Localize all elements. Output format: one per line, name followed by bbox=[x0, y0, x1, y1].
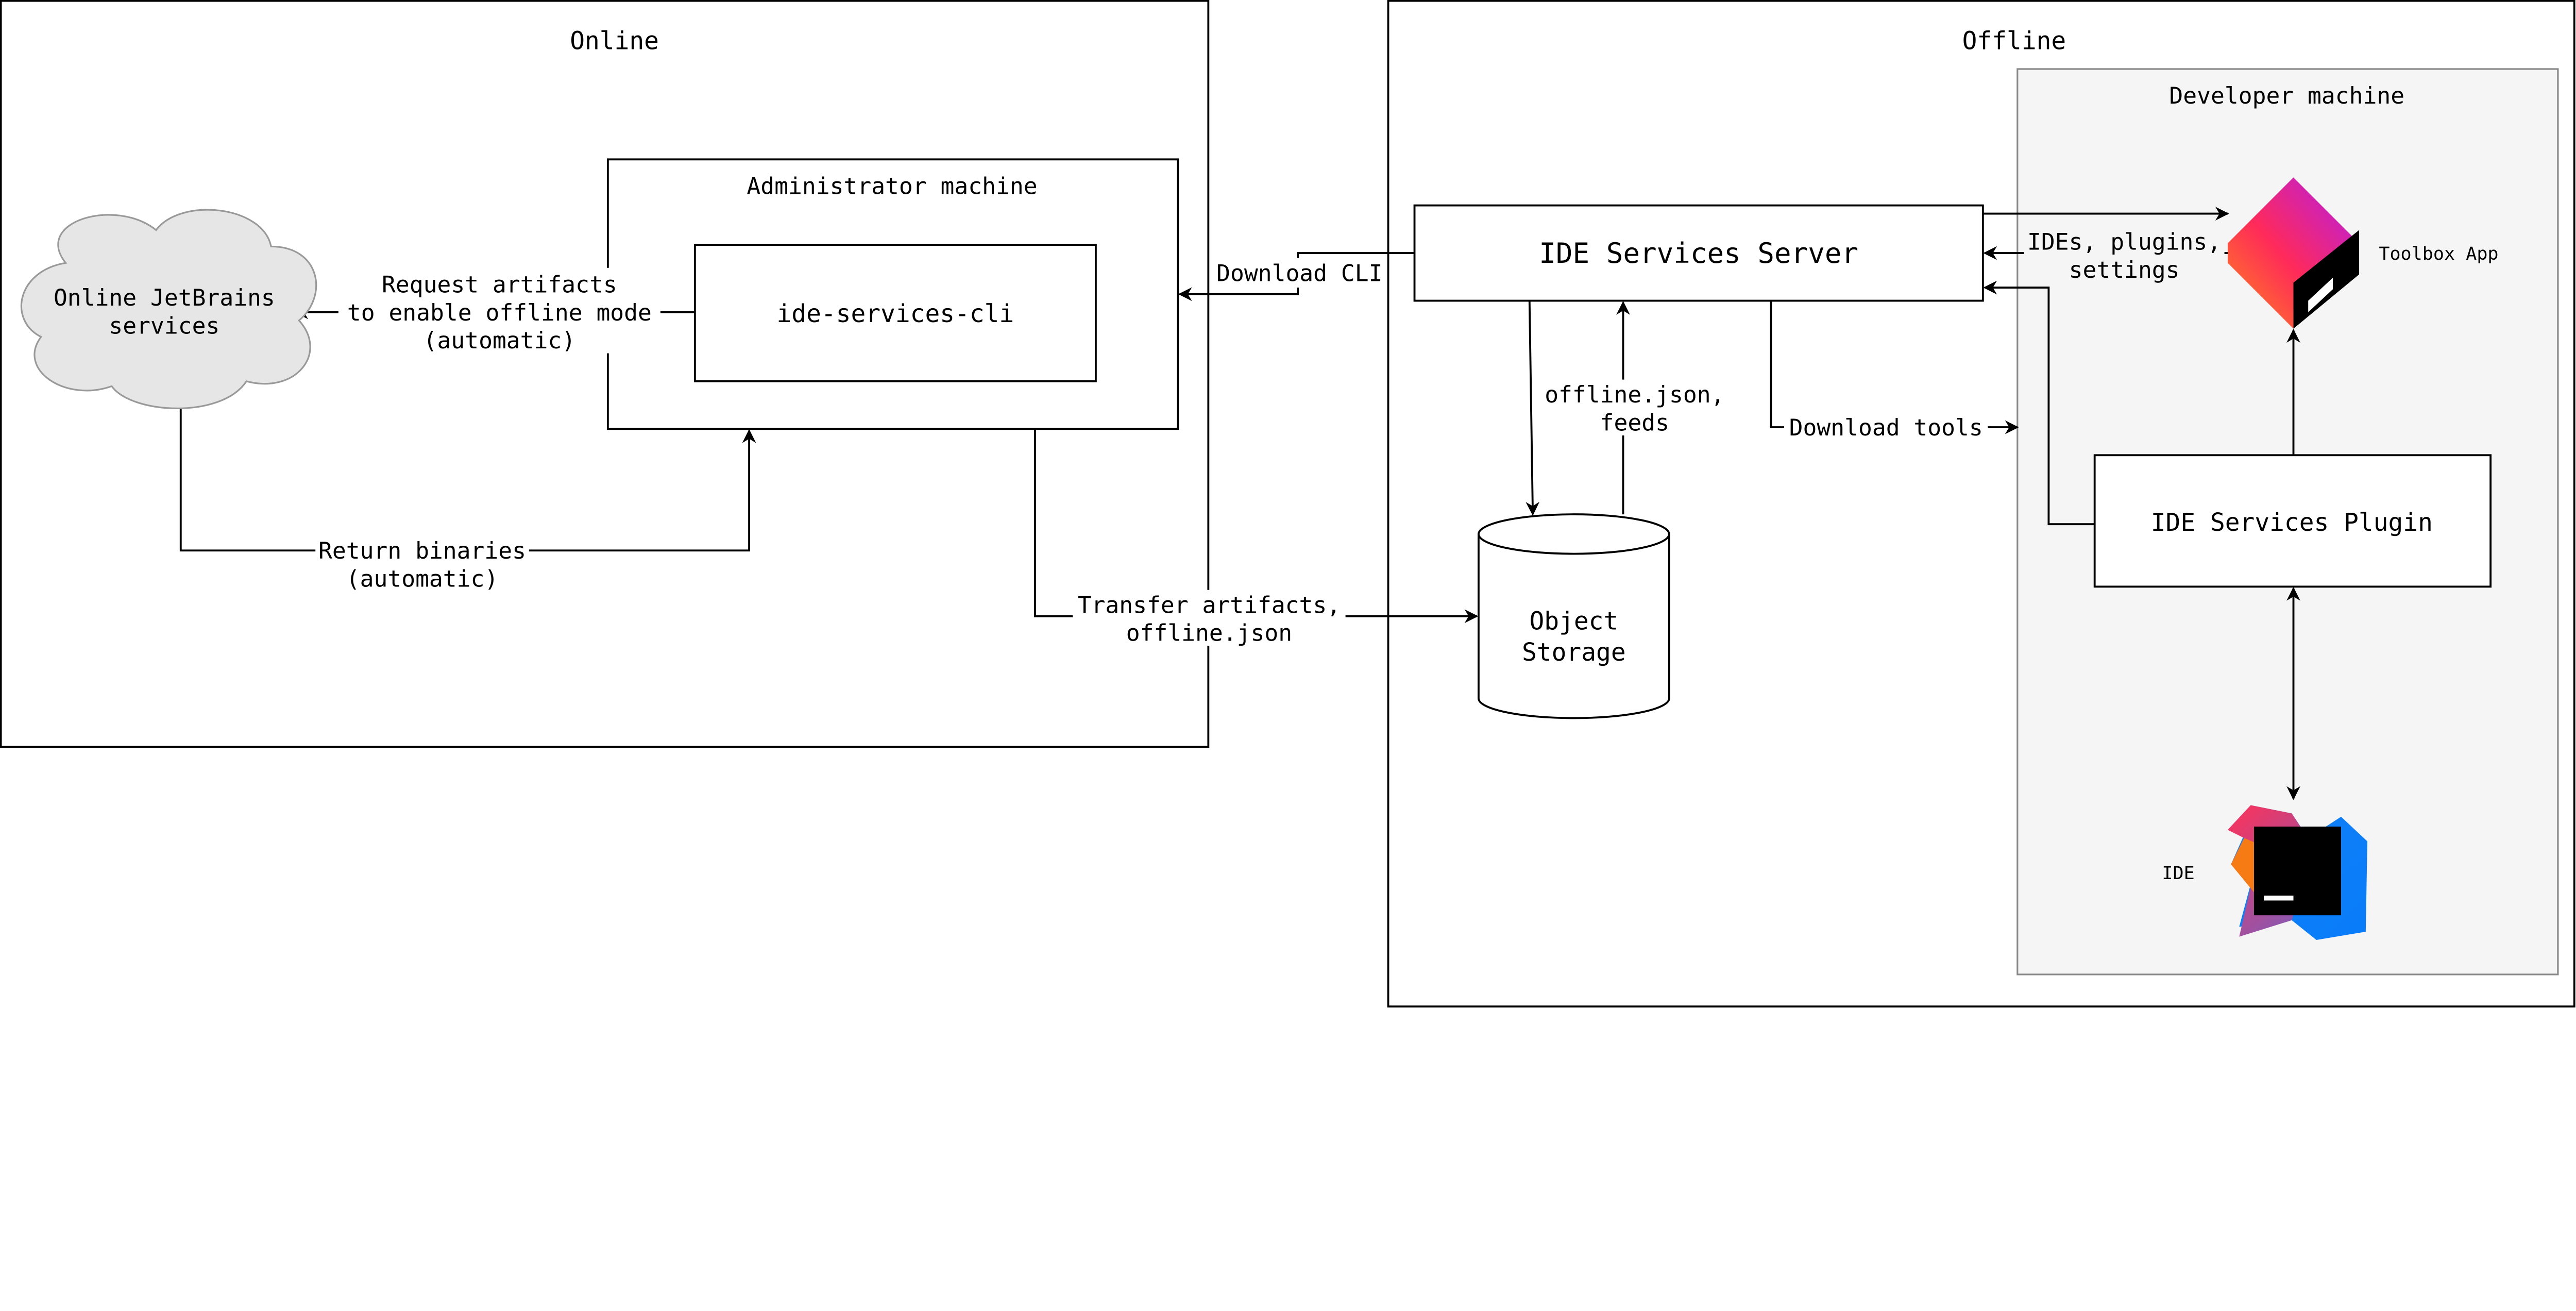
edge-label: feeds bbox=[1600, 409, 1669, 436]
edge-plugin-to-server bbox=[1983, 280, 2095, 526]
edge-return-binaries: Return binaries (automatic) bbox=[179, 407, 756, 592]
edge-label: settings bbox=[2069, 257, 2180, 283]
edge-label: Request artifacts bbox=[382, 272, 617, 298]
online-jetbrains-services-cloud: Online JetBrains services bbox=[20, 209, 317, 409]
cli-label: ide-services-cli bbox=[777, 300, 1014, 328]
developer-machine-title: Developer machine bbox=[2169, 82, 2404, 109]
offline-zone-title: Offline bbox=[1962, 27, 2066, 56]
edge-label: Transfer artifacts, bbox=[1078, 592, 1341, 618]
edge-storage-to-server: offline.json, feeds bbox=[1541, 301, 1728, 515]
object-storage-node: Object Storage bbox=[1477, 513, 1670, 719]
edge-download-cli: Download CLI bbox=[1178, 252, 1415, 301]
ide-services-plugin-node: IDE Services Plugin bbox=[2093, 454, 2492, 588]
edge-label: to enable offline mode bbox=[347, 299, 652, 326]
edge-label: Download tools bbox=[1789, 414, 1983, 441]
toolbox-app-label: Toolbox App bbox=[2379, 243, 2498, 264]
architecture-diagram: Online Offline Developer machine Adminis… bbox=[0, 0, 2575, 1008]
ide-label: IDE bbox=[2162, 863, 2194, 884]
edge-label: (automatic) bbox=[423, 327, 576, 354]
edge-label: Download CLI bbox=[1216, 260, 1382, 287]
online-zone-title: Online bbox=[570, 27, 659, 56]
edge-label: IDEs, plugins, bbox=[2027, 229, 2221, 256]
server-label: IDE Services Server bbox=[1539, 237, 1858, 270]
edge-label: (automatic) bbox=[346, 565, 499, 592]
edge-request-artifacts: Request artifacts to enable offline mode… bbox=[294, 267, 695, 354]
ide-services-cli-node: ide-services-cli bbox=[693, 244, 1097, 382]
edge-toolbox-to-server: IDEs, plugins, settings bbox=[1983, 227, 2228, 283]
edge-download-tools: Download tools bbox=[1770, 300, 2019, 442]
ide-services-server-node: IDE Services Server bbox=[1413, 204, 1984, 302]
edge-label: offline.json, bbox=[1545, 381, 1724, 408]
toolbox-app-icon: Toolbox App bbox=[2227, 177, 2499, 329]
edge-server-to-storage bbox=[1526, 300, 1540, 516]
ij-logo-text: IJ bbox=[2264, 838, 2309, 882]
storage-label: Storage bbox=[1522, 638, 1626, 667]
cloud-label: Online JetBrains bbox=[54, 284, 275, 311]
edge-transfer-artifacts: Transfer artifacts, offline.json bbox=[1034, 429, 1479, 647]
administrator-machine-title: Administrator machine bbox=[747, 173, 1037, 199]
plugin-label: IDE Services Plugin bbox=[2151, 509, 2433, 537]
intellij-ide-icon: IJ IDE bbox=[2162, 805, 2368, 940]
storage-label: Object bbox=[1529, 607, 1618, 635]
edge-label: offline.json bbox=[1126, 620, 1292, 647]
cloud-label: services bbox=[109, 312, 219, 339]
edge-label: Return binaries bbox=[318, 537, 526, 564]
